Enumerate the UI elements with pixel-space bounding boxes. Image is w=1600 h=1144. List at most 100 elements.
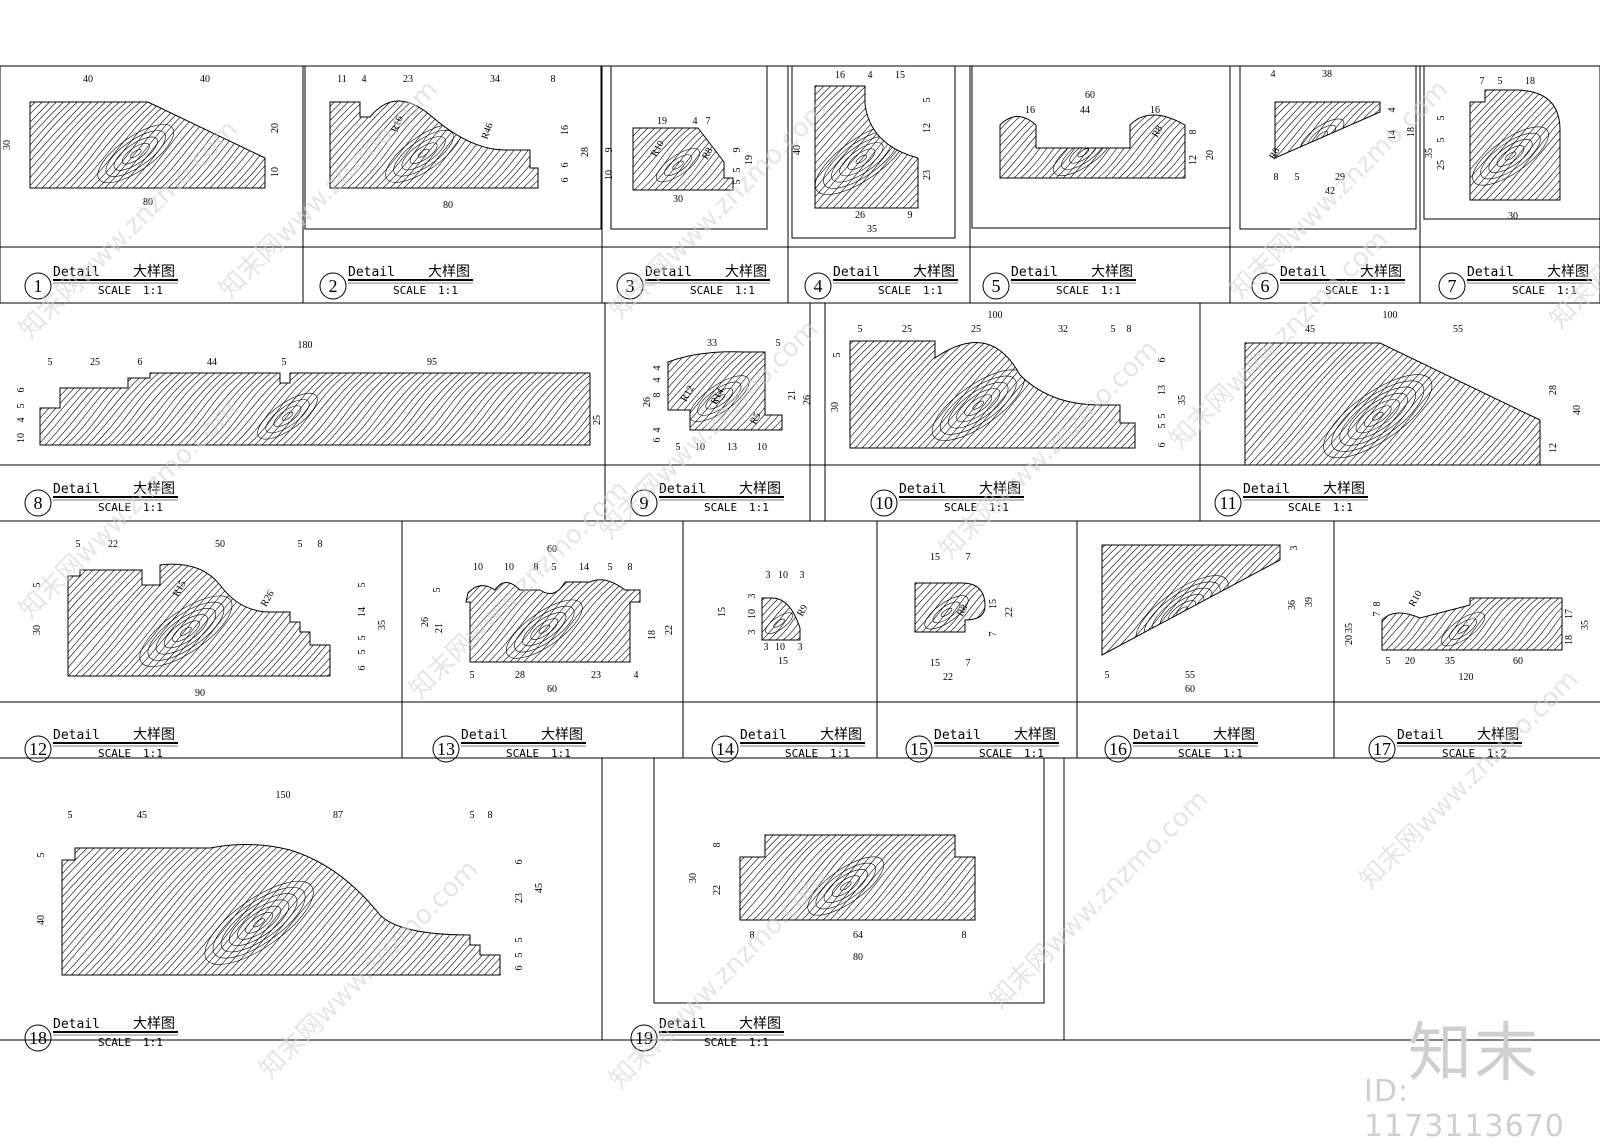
grain-line (868, 341, 966, 448)
detail-number: 17 (1373, 739, 1391, 759)
dimension-label: 13 (1157, 385, 1168, 395)
grain-line (1189, 115, 1246, 178)
grain-line (1346, 343, 1458, 465)
grain-line (76, 102, 155, 188)
grain-line (1591, 90, 1600, 200)
dimension-label: R15 (171, 579, 189, 599)
grain-line (633, 128, 663, 190)
grain-line (176, 844, 295, 975)
grain-line (79, 373, 145, 445)
dimension-label: 33 (707, 338, 717, 349)
grain-line (850, 341, 924, 448)
profile-section-2 (329, 100, 539, 189)
dimension-label: 23 (514, 893, 525, 903)
detail-label: Detail (461, 728, 508, 743)
dimension-label: 100 (1383, 310, 1398, 321)
grain-line (999, 545, 1098, 655)
grain-line (221, 564, 324, 676)
grain-knot (139, 595, 233, 667)
grain-line (30, 102, 106, 188)
grain-line (225, 844, 344, 975)
profile-section-1 (29, 101, 266, 189)
grain-line (401, 373, 467, 445)
dimension-label: 4 (693, 116, 698, 127)
dimension-label: 55 (1453, 324, 1463, 335)
grain-line (815, 86, 918, 208)
grain-line (211, 844, 330, 975)
dimension-label: 5 (432, 588, 443, 593)
dimension-label: 8 (1188, 130, 1199, 135)
detail-number: 15 (910, 739, 928, 759)
grain-knot (840, 881, 852, 891)
dimension-label: 8 (1274, 172, 1279, 183)
dimension-label: 5 (357, 583, 368, 588)
dimension-label: 22 (1004, 607, 1015, 617)
grain-line (1448, 598, 1496, 650)
scale-label: SCALE (878, 284, 911, 297)
grain-line (635, 579, 640, 662)
grain-line (184, 373, 250, 445)
dimension-label: 13 (727, 442, 737, 453)
grain-knot (1472, 126, 1549, 186)
detail-number: 2 (329, 276, 338, 296)
grain-line (1462, 598, 1510, 650)
dimension-label: 26 (855, 210, 865, 221)
grain-line (90, 102, 169, 188)
dimension-label: 5 (357, 650, 368, 655)
dimension-label: 8 (712, 843, 723, 848)
grain-line (268, 373, 334, 445)
detail-number-circle (1368, 735, 1396, 763)
profile-outline (667, 351, 783, 431)
grain-knot (924, 595, 969, 630)
grain-line (487, 100, 538, 188)
dimension-label: 5 (1157, 414, 1168, 419)
grain-line (352, 373, 418, 445)
dimension-label: 8 (488, 810, 493, 821)
grain-line (1307, 545, 1406, 655)
dimension-label: 9 (908, 210, 913, 221)
profile-outline (849, 340, 1136, 449)
grain-line (984, 835, 1061, 920)
grain-line (464, 373, 530, 445)
grain-line (205, 373, 271, 445)
detail-number: 1 (34, 276, 43, 296)
grain-line (1416, 343, 1528, 465)
profile-outline (465, 579, 641, 663)
grain-line (1486, 343, 1540, 465)
grain-line (710, 128, 733, 190)
dimension-label: 36 (1287, 600, 1298, 610)
grain-line (83, 102, 162, 188)
grain-line (1174, 115, 1185, 178)
wood-grain (915, 583, 985, 632)
grain-line (141, 844, 260, 975)
grain-line (99, 844, 218, 975)
grain-knot (705, 387, 734, 410)
grain-line (773, 835, 851, 920)
dimension-label: 3 (1289, 546, 1300, 551)
detail-chinese-label: 大样图 (979, 481, 1021, 497)
scale-label: SCALE (1325, 284, 1358, 297)
grain-line (1215, 545, 1280, 655)
grain-line (850, 341, 889, 448)
dimension-label: 28 (515, 670, 525, 681)
grain-line (815, 86, 860, 208)
grain-line (740, 835, 795, 920)
grain-line (1111, 115, 1169, 178)
grain-knot (180, 626, 192, 636)
grain-line (935, 583, 981, 632)
grain-knot (97, 124, 174, 184)
dimension-label: 5 (68, 810, 73, 821)
profile-outline (1469, 89, 1561, 201)
grain-line (71, 844, 190, 975)
grain-line (1577, 90, 1600, 200)
grain-line (1278, 545, 1280, 655)
grain-line (1000, 115, 1008, 178)
grain-line (1420, 598, 1468, 650)
grain-line (1455, 598, 1503, 650)
detail-label: Detail (659, 482, 706, 497)
detail-number-circle (870, 489, 898, 517)
grain-line (1208, 545, 1280, 655)
scale-label: SCALE (1442, 747, 1475, 760)
scale-label: SCALE (98, 1036, 131, 1049)
